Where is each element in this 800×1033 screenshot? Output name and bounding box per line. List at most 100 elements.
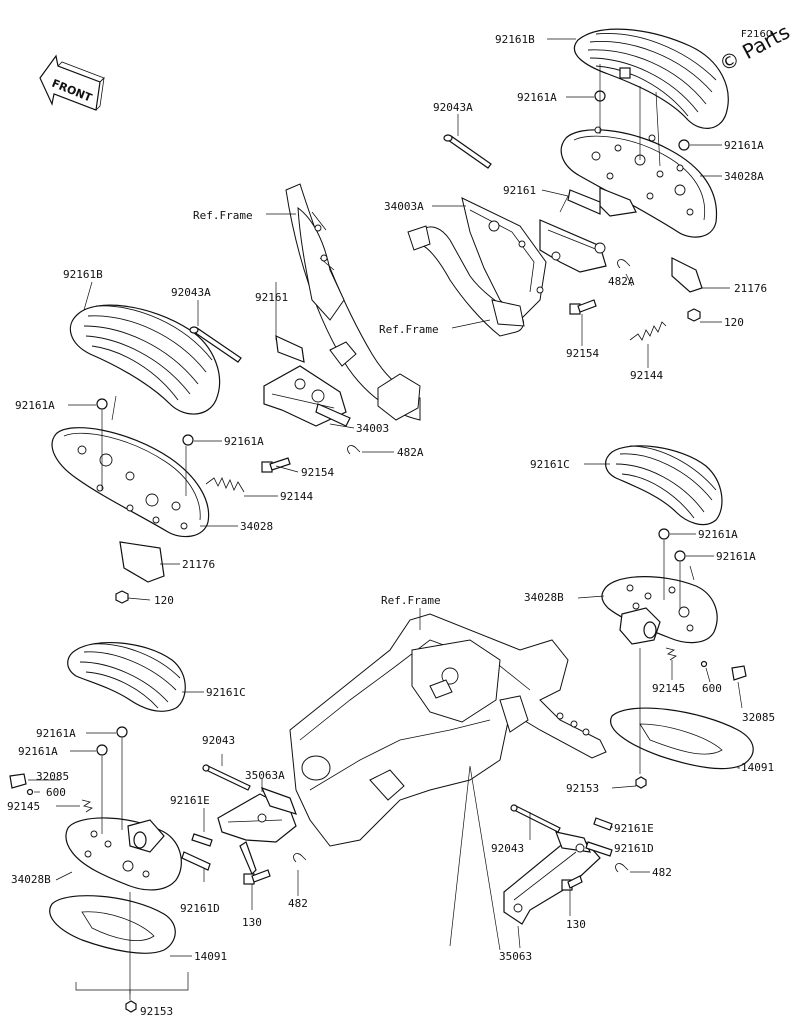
- callout-label: 482A: [608, 275, 635, 288]
- callout-label: 92161A: [517, 91, 557, 104]
- ref-frame-leader-top: [451, 319, 491, 329]
- grommet-92161a-left-2: [182, 434, 194, 446]
- footboard-plate-left: [51, 427, 210, 538]
- callout-label: 35063: [499, 950, 532, 963]
- frame-section-top-right: [407, 197, 547, 337]
- bolt-92154-top: [569, 299, 597, 315]
- callout-label: 92154: [566, 347, 599, 360]
- callout-label: 130: [566, 918, 586, 931]
- bracket-35063a: [217, 786, 297, 876]
- figure-code: F2160: [741, 29, 772, 40]
- callout-label: 92153: [566, 782, 599, 795]
- grommet-92161a-right: [678, 139, 690, 151]
- callout-label: 34003: [356, 422, 389, 435]
- pin-92043a-left: [189, 326, 242, 363]
- rubber-92161d-right: [585, 841, 613, 857]
- callout-label: 92161A: [18, 745, 58, 758]
- footboard-pad-right-middle: [605, 445, 723, 526]
- footboard-plate-right-middle: [601, 576, 718, 644]
- callout-label: 92161A: [716, 550, 756, 563]
- callout-label: 92161D: [614, 842, 654, 855]
- callout-label: 92161E: [614, 822, 654, 835]
- callout-label: 92161A: [698, 528, 738, 541]
- callout-label: 34028: [240, 520, 273, 533]
- callout-label: 14091: [194, 950, 227, 963]
- callout-label: 92144: [280, 490, 313, 503]
- callout-label: 92161: [255, 291, 288, 304]
- bolt-92154-left: [261, 457, 291, 473]
- frame-section-left: [285, 183, 421, 421]
- callout-label: 92161A: [15, 399, 55, 412]
- callout-label: 34028A: [724, 170, 764, 183]
- callout-label: 35063A: [245, 769, 285, 782]
- callout-label: 120: [154, 594, 174, 607]
- callout-label: 92161A: [724, 139, 764, 152]
- callout-label: 32085: [742, 711, 775, 724]
- callout-label: 92153: [140, 1005, 173, 1018]
- spring-92145-right: [665, 647, 677, 661]
- callout-label: 14091: [741, 761, 774, 774]
- frame-section-center: [289, 613, 607, 951]
- front-arrow-icon: FRONT: [39, 54, 105, 111]
- clip-482a-left: [347, 445, 361, 455]
- grommet-92161a-lower-2: [96, 744, 108, 756]
- bolt-130-left: [243, 869, 271, 885]
- callout-label: 92154: [301, 466, 334, 479]
- callout-label: 34028B: [524, 591, 564, 604]
- grommet-92161a-right-mid-2: [674, 550, 686, 562]
- callout-label: 120: [724, 316, 744, 329]
- callout-label: 21176: [734, 282, 767, 295]
- screw-92153-right: [635, 776, 647, 789]
- callout-label: 92161A: [224, 435, 264, 448]
- footboard-pad-lower-left: [67, 642, 186, 712]
- callout-label: 600: [702, 682, 722, 695]
- callout-label: 92145: [7, 800, 40, 813]
- plate-32085-lower: [9, 773, 27, 789]
- mat-14091-right: [610, 707, 754, 770]
- rubber-92161e-left: [191, 833, 213, 847]
- spring-92144-left: [205, 477, 245, 493]
- ball-600-lower: [26, 788, 34, 796]
- mat-14091-lower: [49, 895, 176, 954]
- callout-label: 34028B: [11, 873, 51, 886]
- footboard-pad-top-right: [573, 28, 729, 129]
- callout-label: 92161D: [180, 902, 220, 915]
- callout-label: 21176: [182, 558, 215, 571]
- hinge-block-right-middle: [619, 607, 661, 645]
- bracket-21176-top: [671, 257, 703, 322]
- clip-482a-top: [617, 259, 631, 269]
- watermark: © Parts: [715, 19, 794, 76]
- callout-label: 130: [242, 916, 262, 929]
- footboard-plate-top-right: [560, 126, 718, 238]
- callout-label: 92144: [630, 369, 663, 382]
- callout-label: 600: [46, 786, 66, 799]
- callout-label: 92043A: [433, 101, 473, 114]
- clip-482-left: [293, 853, 307, 863]
- callout-label: 482: [288, 897, 308, 910]
- grommet-92161a-lower-1: [116, 726, 128, 738]
- pin-92043a-top: [443, 134, 492, 169]
- callout-label: 92043: [491, 842, 524, 855]
- callout-label: 92161C: [530, 458, 570, 471]
- footboard-plate-lower-left: [65, 817, 182, 891]
- callout-label: 482A: [397, 446, 424, 459]
- callout-label: 92161B: [63, 268, 103, 281]
- spring-92145-lower: [81, 799, 93, 813]
- grommet-92161a-left-1: [96, 398, 108, 410]
- footboard-pad-left-upper: [69, 304, 221, 415]
- rubber-92161d-left: [181, 851, 211, 871]
- callout-label: 34003A: [384, 200, 424, 213]
- leader-lines: [28, 38, 743, 1000]
- grommet-92161a-right-mid-1: [658, 528, 670, 540]
- callout-label: 32085: [36, 770, 69, 783]
- bracket-34003a: [539, 187, 637, 273]
- callout-label: 92043A: [171, 286, 211, 299]
- callout-label: 92161A: [36, 727, 76, 740]
- pin-92043-left: [202, 764, 251, 791]
- clip-482-right: [615, 863, 629, 873]
- ref-frame-label-center: Ref.Frame: [381, 594, 441, 607]
- callout-label: 482: [652, 866, 672, 879]
- bracket-21176-left: [115, 541, 165, 604]
- ref-frame-label-left: Ref.Frame: [193, 209, 253, 222]
